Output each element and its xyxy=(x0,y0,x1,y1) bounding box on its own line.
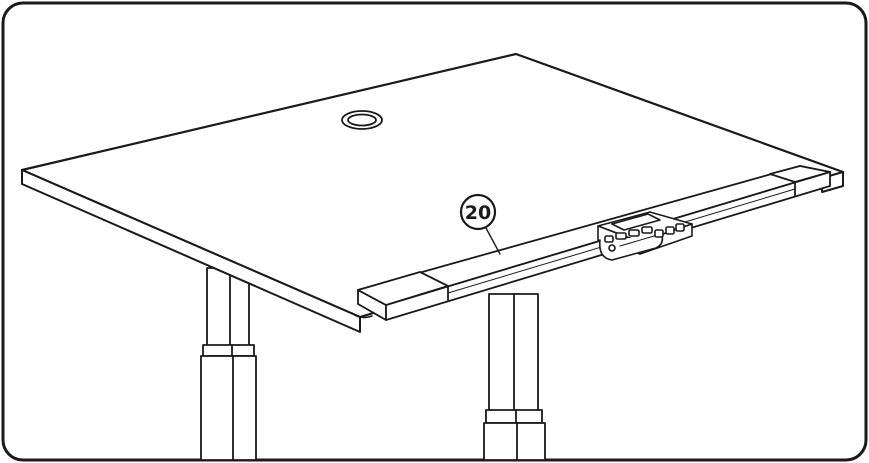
callout-circle xyxy=(459,193,497,231)
cable-grommet xyxy=(341,110,383,130)
control-button xyxy=(654,229,664,238)
right-leg xyxy=(483,293,546,461)
control-button xyxy=(604,235,614,243)
control-button xyxy=(665,226,675,235)
control-button xyxy=(608,244,616,252)
control-button xyxy=(675,223,685,232)
control-panel xyxy=(597,211,693,261)
control-button xyxy=(641,226,653,234)
callout-leader-line xyxy=(485,227,501,255)
callout-number: 20 xyxy=(465,202,491,224)
control-button xyxy=(615,232,627,240)
left-leg xyxy=(200,267,257,461)
control-button xyxy=(628,229,640,237)
control-display xyxy=(611,213,661,231)
desktop-left-edge xyxy=(21,169,361,333)
callout-20: 20 xyxy=(459,193,501,255)
